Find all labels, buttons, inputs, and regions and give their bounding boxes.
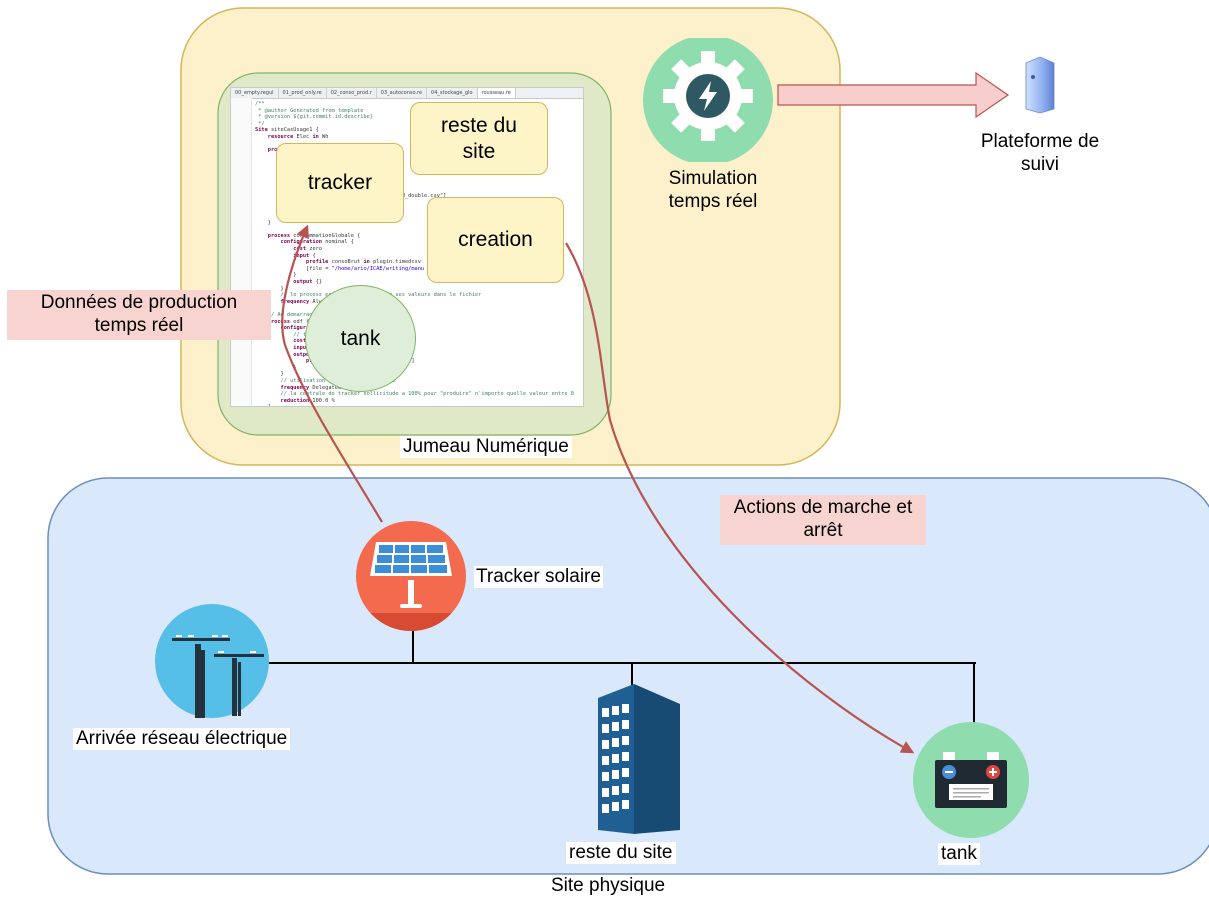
tracker-box: tracker — [276, 143, 404, 223]
tank-twin-label: tank — [340, 326, 381, 350]
code-line: } — [280, 285, 284, 292]
platform-arrow — [777, 71, 1010, 119]
code-line: reduction 100.0 % — [280, 397, 335, 404]
code-line: */ — [255, 120, 265, 127]
creation-box-label: creation — [458, 228, 533, 252]
platform-label-text: Plateforme de suivi — [980, 131, 1100, 175]
reste-box: reste du site — [410, 102, 548, 175]
code-line: // le process est simule et va lire ses … — [280, 292, 482, 299]
simulation-label: Simulation temps réel — [648, 168, 778, 214]
power-pylon-icon — [155, 604, 269, 718]
gear-lightning-icon — [643, 38, 773, 162]
editor-gutter — [231, 98, 252, 406]
twin-label: Jumeau Numérique — [400, 436, 572, 458]
grid-label: Arrivée réseau électrique — [73, 728, 291, 750]
code-line: } — [280, 371, 284, 378]
editor-tab[interactable]: 04_stockage_glo — [427, 88, 478, 98]
building-icon — [598, 684, 680, 834]
battery-label: tank — [938, 843, 980, 865]
code-line: } — [293, 364, 297, 371]
code-line: // Au demarrage — [255, 312, 316, 318]
code-line: profile of Elec [value = "100000"] — [306, 358, 415, 365]
reste-box-label: reste du site — [441, 114, 517, 163]
battery-icon — [913, 722, 1029, 838]
editor-tab[interactable]: 01_prod_only.re — [279, 88, 327, 98]
code-line: // utilisation minimum, sans maximum — [255, 377, 396, 384]
code-line: frequency Always — [280, 298, 332, 305]
code-line: /** — [255, 101, 265, 107]
production-annotation-text: Données de production temps réel — [40, 292, 238, 336]
editor-tab[interactable]: 00_empty.regul — [231, 88, 279, 98]
code-line: output — [293, 351, 313, 358]
code-line: resource Elec in Wh — [267, 133, 329, 140]
creation-box: creation — [427, 197, 564, 283]
code-line: } — [255, 305, 574, 312]
tank-twin-circle: tank — [305, 285, 416, 392]
editor-tab[interactable]: 03_autoconso.re — [377, 88, 428, 98]
site-label: Site physique — [551, 875, 665, 897]
tracker-box-label: tracker — [307, 171, 373, 195]
actions-annotation-text: Actions de marche et arrêt — [733, 497, 913, 541]
solar-label-text: Tracker solaire — [476, 566, 601, 587]
site-label-text: Site physique — [551, 875, 666, 896]
twin-label-text: Jumeau Numérique — [403, 436, 569, 457]
editor-tab[interactable]: 02_conso_prod.r — [327, 88, 377, 98]
building-label: reste du site — [566, 842, 676, 864]
code-line: } — [255, 404, 574, 406]
building-label-text: reste du site — [569, 842, 673, 863]
battery-label-text: tank — [941, 843, 977, 864]
actions-annotation: Actions de marche et arrêt — [720, 495, 926, 545]
server-icon — [1025, 56, 1055, 114]
simulation-label-text: Simulation temps réel — [668, 168, 758, 212]
code-line: * @version ${git.commit.id.describe} — [255, 114, 373, 121]
code-line: } — [267, 219, 271, 226]
production-annotation: Données de production temps réel — [7, 290, 271, 340]
code-line: Site siteCasUsage1 { — [255, 127, 319, 134]
code-line: * @author Generated from template — [255, 107, 364, 114]
code-line: frequency Delegated — [280, 384, 342, 391]
grid-label-text: Arrivée réseau électrique — [76, 728, 288, 749]
code-line: // la centrale de tracker sollicitude a … — [255, 391, 574, 398]
platform-label: Plateforme de suivi — [970, 131, 1110, 177]
solar-label: Tracker solaire — [474, 566, 603, 588]
solar-panel-icon — [356, 521, 466, 631]
code-line: process edf { — [267, 318, 310, 325]
editor-tab[interactable]: rousseau.re — [477, 88, 516, 98]
